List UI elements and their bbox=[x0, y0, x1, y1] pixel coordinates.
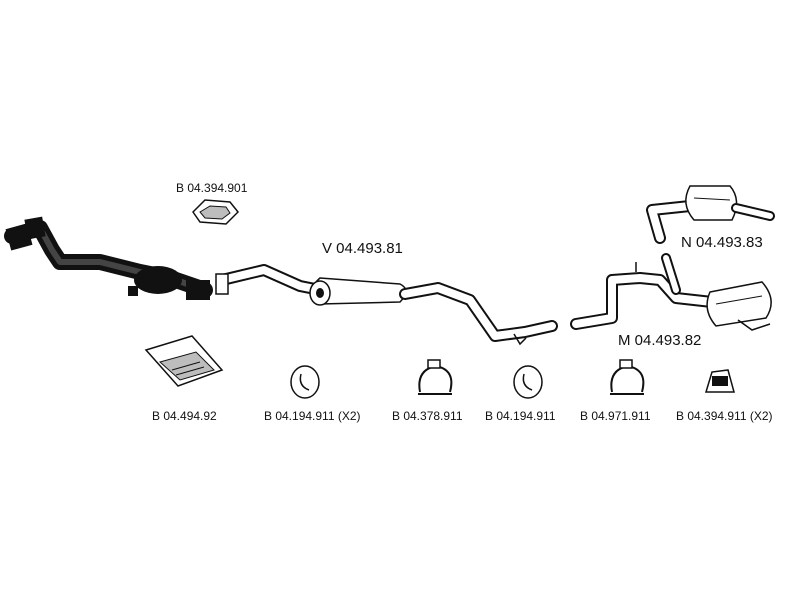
rubber-mount-2-part bbox=[513, 365, 543, 399]
front-silencer-part bbox=[215, 264, 558, 346]
mounting-kit-part bbox=[144, 335, 224, 387]
gasket-part bbox=[192, 199, 240, 225]
label-rubber-1: B 04.194.911 (X2) bbox=[264, 409, 361, 423]
rear-silencer-n-part bbox=[646, 185, 775, 244]
label-clamp-1: B 04.378.911 bbox=[392, 409, 463, 423]
label-mounting-kit: B 04.494.92 bbox=[152, 409, 217, 423]
clamp-1-part bbox=[418, 359, 453, 395]
front-pipe-catalyst bbox=[4, 216, 213, 300]
label-rear-silencer-n: N 04.493.83 bbox=[681, 234, 763, 251]
rubber-mount-1-part bbox=[290, 365, 320, 399]
label-front-silencer: V 04.493.81 bbox=[322, 240, 403, 257]
label-clamp-2: B 04.971.911 bbox=[580, 409, 651, 423]
rubber-mount-3-part bbox=[704, 369, 735, 393]
label-rubber-3: B 04.394.911 (X2) bbox=[676, 409, 773, 423]
label-rear-silencer-m: M 04.493.82 bbox=[618, 332, 702, 349]
clamp-2-part bbox=[610, 359, 645, 395]
label-gasket: B 04.394.901 bbox=[176, 181, 248, 195]
rear-silencer-m-part bbox=[570, 253, 772, 331]
label-rubber-2: B 04.194.911 bbox=[485, 409, 556, 423]
